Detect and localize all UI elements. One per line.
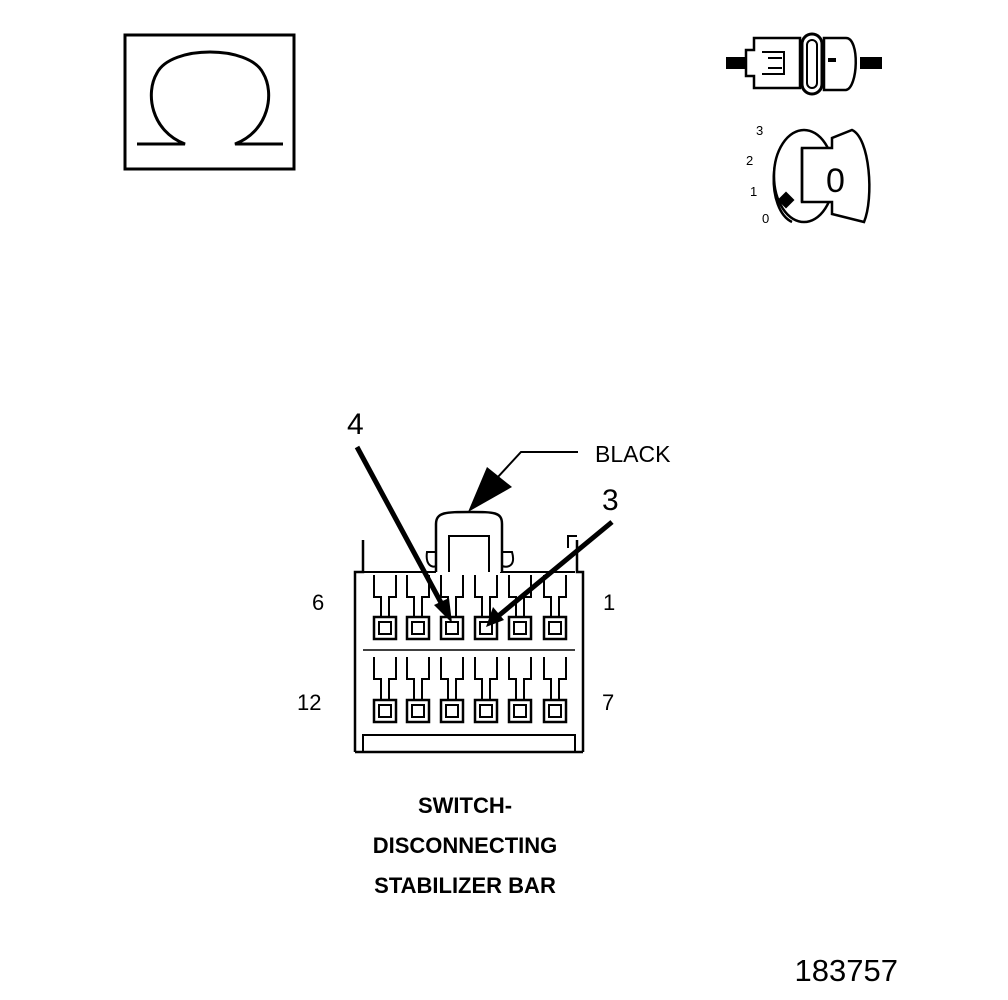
pin-number-6: 6 <box>312 590 325 615</box>
figure-number: 183757 <box>794 953 898 988</box>
key-position-1: 1 <box>750 184 758 199</box>
cavity-pin-10 <box>439 657 465 724</box>
ignition-key-icon <box>772 128 871 224</box>
connector-face <box>353 445 614 754</box>
key-position-0: 0 <box>762 211 770 226</box>
cavity-pin-3 <box>473 575 499 641</box>
key-position-2: 2 <box>746 153 754 168</box>
pin-number-1: 1 <box>603 590 616 615</box>
caption-line-2: DISCONNECTING <box>372 833 558 858</box>
cavity-pin-4 <box>439 575 465 641</box>
callout-3-leader <box>495 520 614 619</box>
pin-number-12: 12 <box>297 690 322 715</box>
pin-number-7: 7 <box>602 690 615 715</box>
cavity-pin-1 <box>542 575 568 641</box>
callout-pin-3: 3 <box>602 484 619 517</box>
cavity-pin-8 <box>507 657 533 724</box>
cavity-pin-12 <box>372 657 398 724</box>
disconnected-connector-icon <box>726 32 882 96</box>
cavity-pin-7 <box>542 657 568 724</box>
cavity-pin-5 <box>405 575 431 641</box>
key-position-3: 3 <box>756 123 764 138</box>
cavity-pin-6 <box>372 575 398 641</box>
callout-4-leader <box>354 445 448 612</box>
cavity-pin-9 <box>473 657 499 724</box>
callout-pin-4: 4 <box>347 408 364 441</box>
callout-color-black: BLACK <box>595 441 671 467</box>
black-callout-leader <box>496 451 578 479</box>
cavity-pin-11 <box>405 657 431 724</box>
caption-line-3: STABILIZER BAR <box>374 873 556 898</box>
key-label: 0 <box>826 162 845 200</box>
ohmmeter-symbol-icon <box>123 33 296 171</box>
caption-line-1: SWITCH- <box>417 793 513 818</box>
